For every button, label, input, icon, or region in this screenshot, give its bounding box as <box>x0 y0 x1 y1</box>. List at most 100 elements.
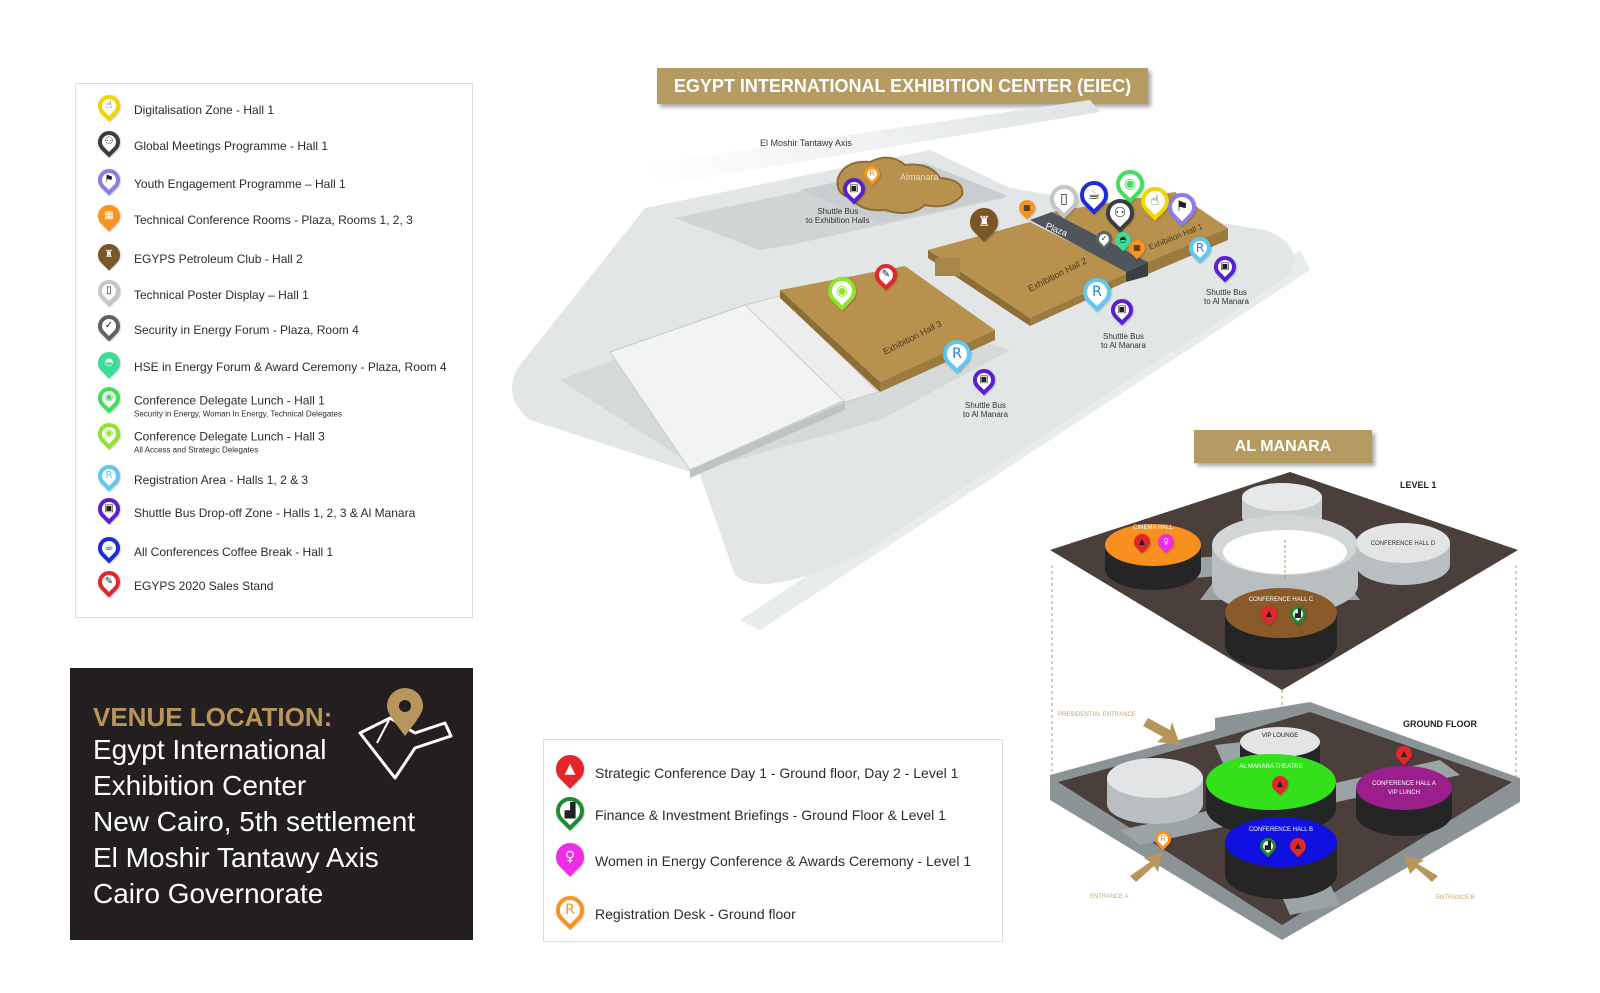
hall-d-label: CONFERENCE HALL D <box>1371 541 1436 547</box>
venue-line: Egypt International <box>93 734 327 765</box>
shuttle-label-line: to Al Manara <box>963 410 1008 419</box>
map-location-icon <box>358 688 453 780</box>
legend-label-text: Conference Delegate Lunch - Hall 1 <box>134 393 325 408</box>
strategic-conference-icon: ▲ <box>564 761 576 777</box>
legend-label: HSE in Energy Forum & Award Ceremony - P… <box>134 360 447 374</box>
hall-c-label: CONFERENCE HALL C <box>1249 597 1314 603</box>
venue-line: New Cairo, 5th settlement <box>93 806 416 837</box>
finance-chart-icon: ▟ <box>1264 841 1272 850</box>
map-legend: ☝Digitalisation Zone - Hall 1⚇Global Mee… <box>75 83 473 618</box>
legend-label: Finance & Investment Briefings - Ground … <box>595 807 946 823</box>
ground-floor-label: GROUND FLOOR <box>1403 719 1477 729</box>
hall-a-label: CONFERENCE HALL A <box>1372 781 1436 787</box>
venue-title: VENUE LOCATION: <box>93 702 333 732</box>
legend-pin: ♀ <box>550 837 590 877</box>
venue-line: El Moshir Tantawy Axis <box>93 842 379 873</box>
road-upper <box>640 100 1100 185</box>
registration-icon: R <box>1160 834 1166 843</box>
outdoor-hall <box>744 295 879 403</box>
hall-a-sublabel: VIP LUNCH <box>1388 790 1420 796</box>
finance-chart-icon: ▟ <box>1294 609 1302 618</box>
legend-label-text: Youth Engagement Programme – Hall 1 <box>134 177 346 191</box>
legend-label-text: Registration Desk - Ground floor <box>595 906 796 922</box>
legend-label-text: HSE in Energy Forum & Award Ceremony - P… <box>134 360 447 374</box>
theatre-label: AL MANARA THEATRE <box>1239 764 1302 770</box>
legend-label: Youth Engagement Programme – Hall 1 <box>134 177 346 191</box>
women-icon: ♀ <box>564 849 576 865</box>
legend-pin: R <box>550 890 590 930</box>
cinema-hall <box>1105 524 1201 566</box>
shuttle-label-line: Shuttle Bus <box>817 207 859 216</box>
legend-pin: ▲ <box>550 749 590 789</box>
strategic-conference-icon: ▲ <box>1276 779 1284 788</box>
strategic-conference-icon: ▲ <box>1294 841 1302 850</box>
legend-label-text: Women in Energy Conference & Awards Cere… <box>595 853 972 869</box>
entrance-b-label: ENTRANCE B <box>1436 895 1475 901</box>
legend-label: Technical Poster Display – Hall 1 <box>134 288 309 302</box>
al-manara-legend: ▲ Strategic Conference Day 1 - Ground flo… <box>543 739 1003 942</box>
registration-icon: R <box>565 902 575 918</box>
legend-label-text: Conference Delegate Lunch - Hall 3 <box>134 429 325 444</box>
legend-label: Digitalisation Zone - Hall 1 <box>134 103 274 117</box>
eiec-title-banner: EGYPT INTERNATIONAL EXHIBITION CENTER (E… <box>657 68 1148 104</box>
legend-label: EGYPS 2020 Sales Stand <box>134 579 273 593</box>
legend-label-text: EGYPS Petroleum Club - Hall 2 <box>134 252 303 266</box>
legend-label: EGYPS Petroleum Club - Hall 2 <box>134 252 303 266</box>
shuttle-label-line: Shuttle Bus <box>1206 288 1247 297</box>
legend-label-text: Finance & Investment Briefings - Ground … <box>595 807 946 823</box>
legend-label: Shuttle Bus Drop-off Zone - Halls 1, 2, … <box>134 506 415 520</box>
legend-label-text: Registration Area - Halls 1, 2 & 3 <box>134 473 309 487</box>
strategic-conference-icon: ▲ <box>1265 609 1273 618</box>
legend-label: All Conferences Coffee Break - Hall 1 <box>134 545 333 559</box>
shuttle-label-line: Shuttle Bus <box>965 401 1006 410</box>
shuttle-label-line: to Al Manara <box>1101 341 1146 350</box>
legend-label: Registration Area - Halls 1, 2 & 3 <box>134 473 308 487</box>
entrance-arrow <box>1143 718 1180 745</box>
venue-location-box: VENUE LOCATION: Egypt International Exhi… <box>70 668 473 940</box>
conference-hall-d <box>1356 523 1450 563</box>
legend-label: Global Meetings Programme - Hall 1 <box>134 139 328 153</box>
legend-label-text: Global Meetings Programme - Hall 1 <box>134 139 329 153</box>
almanara-label: Almanara <box>900 172 939 182</box>
legend-pin: ▟ <box>550 791 590 831</box>
legend-label-text: Digitalisation Zone - Hall 1 <box>134 103 275 117</box>
legend-label-text: All Conferences Coffee Break - Hall 1 <box>134 545 334 559</box>
conference-hall-c <box>1225 588 1337 638</box>
legend-label: Women in Energy Conference & Awards Cere… <box>595 853 971 869</box>
entrance-a-label: ENTRANCE A <box>1090 894 1128 900</box>
cinema-hall-label: CINEMA HALL <box>1133 525 1173 531</box>
shuttle-label-line: to Exhibition Halls <box>806 216 870 225</box>
legend-sublabel: All Access and Strategic Delegates <box>134 445 259 455</box>
legend-label: Security in Energy Forum - Plaza, Room 4 <box>134 323 359 337</box>
conference-hall-b <box>1225 817 1337 867</box>
legend-label: Strategic Conference Day 1 - Ground floo… <box>595 765 958 781</box>
hall-b-label: CONFERENCE HALL B <box>1249 827 1313 833</box>
finance-chart-icon: ▟ <box>564 803 576 819</box>
shuttle-label-line: Shuttle Bus <box>1103 332 1144 341</box>
entrance-arrow <box>1130 852 1162 882</box>
legend-label: Technical Conference Rooms - Plaza, Room… <box>134 213 413 227</box>
legend-label-text: Technical Conference Rooms - Plaza, Room… <box>134 213 413 227</box>
strategic-conference-icon: ▲ <box>1400 749 1408 758</box>
al-manara-title-banner: AL MANARA <box>1194 430 1372 463</box>
presidential-entrance-label: PRESIDENTIAL ENTRANCE <box>1058 712 1136 718</box>
legend-label-text: Technical Poster Display – Hall 1 <box>134 288 309 302</box>
strategic-conference-icon: ▲ <box>1138 537 1146 546</box>
legend-sublabel: Security in Energy, Woman In Energy, Tec… <box>134 409 342 419</box>
venue-line: Cairo Governorate <box>93 878 324 909</box>
legend-label-text: Shuttle Bus Drop-off Zone - Halls 1, 2, … <box>134 506 416 520</box>
road-label: El Moshir Tantawy Axis <box>760 138 852 148</box>
legend-label-text: Strategic Conference Day 1 - Ground floo… <box>595 765 959 781</box>
plaza <box>1030 212 1148 272</box>
conference-hall-a <box>1356 766 1452 810</box>
legend-label-text: EGYPS 2020 Sales Stand <box>134 579 274 593</box>
legend-label: Registration Desk - Ground floor <box>595 906 796 922</box>
entrance-arrow <box>1404 856 1438 882</box>
